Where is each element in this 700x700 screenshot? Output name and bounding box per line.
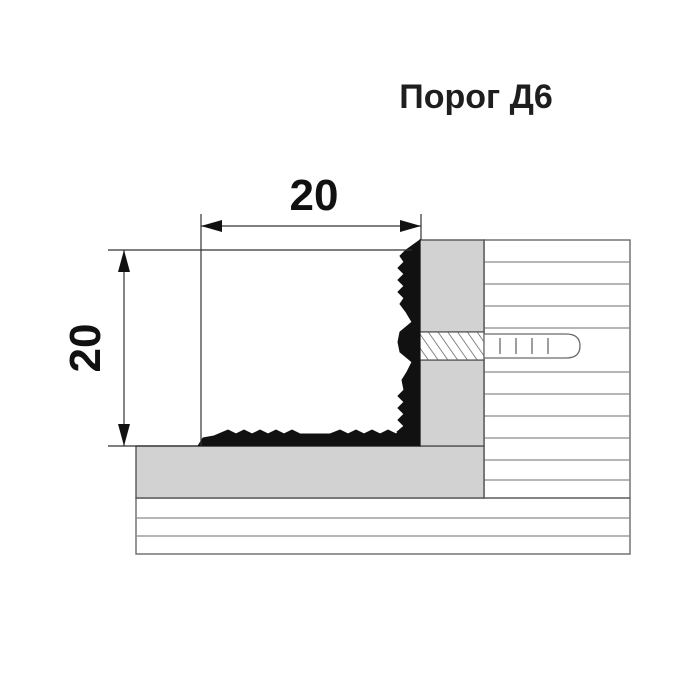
right-planks bbox=[483, 239, 631, 499]
screw-hole-hatch bbox=[419, 331, 485, 361]
width-dimension-label: 20 bbox=[290, 171, 339, 220]
base-layers bbox=[135, 497, 631, 555]
dimension-height bbox=[108, 249, 412, 447]
dimension-width bbox=[200, 214, 422, 446]
dowel-icon bbox=[483, 333, 581, 359]
drawing-title: Порог Д6 bbox=[399, 78, 552, 116]
gray-wall-block bbox=[419, 239, 485, 447]
floor-slab bbox=[135, 445, 485, 499]
height-dimension-label: 20 bbox=[61, 324, 110, 373]
l-profile-shape bbox=[197, 239, 421, 447]
